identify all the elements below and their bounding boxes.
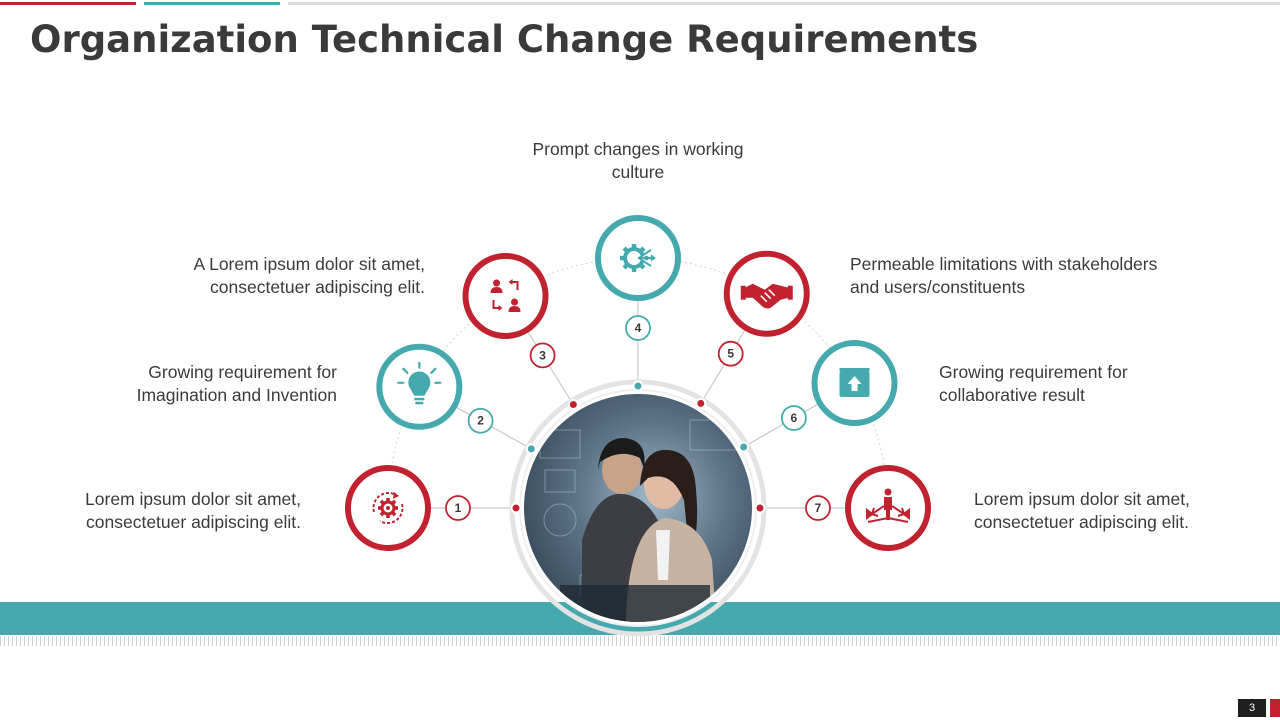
upload-box-icon: [839, 368, 870, 397]
ring-dot-3: [567, 399, 579, 411]
label-item-2: Growing requirement for Imagination and …: [136, 362, 337, 405]
icon-node-3: [462, 252, 549, 339]
center-photo: [509, 379, 767, 637]
ring-dot-5: [695, 397, 707, 409]
label-item-7: Lorem ipsum dolor sit amet, consectetuer…: [974, 489, 1190, 532]
label-item-1: Lorem ipsum dolor sit amet, consectetuer…: [85, 489, 301, 532]
label-item-6: Growing requirement for collaborative re…: [939, 362, 1128, 405]
number-badge-3: 3: [529, 342, 556, 369]
number-badge-7: 7: [805, 495, 831, 521]
gear-arrows-icon: [620, 244, 656, 272]
gear-refresh-icon: [372, 491, 404, 525]
person-arrows-icon: [866, 488, 910, 523]
icon-node-7: [845, 465, 931, 551]
hatch-strip: [0, 636, 1280, 646]
page-number: 3: [1238, 699, 1266, 717]
number-badge-5: 5: [717, 340, 744, 367]
icon-node-5: [723, 250, 810, 337]
label-item-3: A Lorem ipsum dolor sit amet, consectetu…: [193, 254, 425, 297]
icon-node-1: [345, 465, 431, 551]
handshake-icon: [740, 283, 793, 309]
accent-bar-teal: [144, 2, 280, 5]
ring-dot-6: [738, 441, 750, 453]
number-badge-1: 1: [445, 495, 471, 521]
number-text-4: 4: [635, 321, 642, 335]
icon-node-6: [811, 340, 898, 426]
ring-dot-4: [632, 380, 644, 392]
icon-node-2: [376, 343, 463, 430]
ring-dot-2: [525, 443, 537, 455]
number-badge-4: 4: [625, 315, 651, 341]
number-badge-2: 2: [467, 407, 494, 434]
number-text-5: 5: [727, 347, 734, 361]
slide-title: Organization Technical Change Requiremen…: [30, 18, 979, 61]
page-number-accent: [1270, 699, 1280, 717]
label-item-5: Permeable limitations with stakeholders …: [850, 254, 1158, 297]
icon-node-4: [595, 215, 681, 301]
ring-dot-1: [510, 502, 522, 514]
number-text-7: 7: [815, 501, 822, 515]
ring-dot-7: [754, 502, 766, 514]
number-badge-6: 6: [780, 405, 807, 431]
number-text-3: 3: [539, 348, 546, 362]
accent-bar-gray: [288, 2, 1280, 5]
number-text-1: 1: [455, 501, 462, 515]
people-exchange-icon: [490, 278, 521, 312]
lightbulb-icon: [397, 361, 442, 405]
number-text-2: 2: [477, 414, 484, 428]
number-text-6: 6: [791, 411, 798, 425]
label-item-4: Prompt changes in working culture: [532, 139, 744, 182]
accent-bar-red: [0, 2, 136, 5]
